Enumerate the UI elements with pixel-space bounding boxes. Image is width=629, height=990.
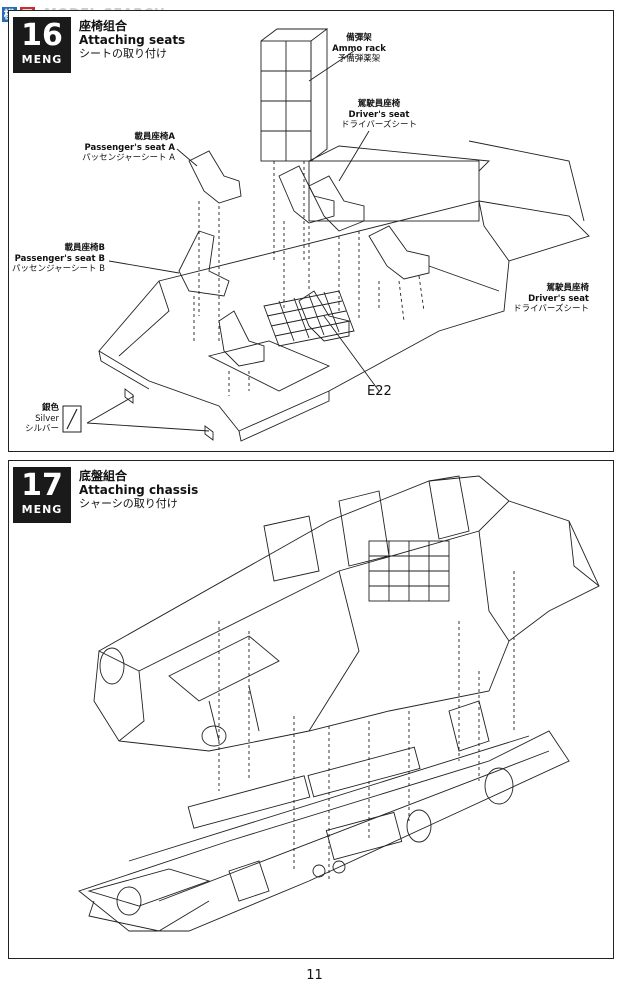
label-jp: 予備弾薬架 [337, 54, 381, 64]
step-17-badge: 17 MENG [13, 467, 71, 523]
label-en: Passenger's seat A [84, 142, 176, 153]
label-cn: 銀色 [41, 403, 59, 413]
label-cn: 駕駛員座椅 [546, 283, 589, 293]
label-jp: ドライバーズシート [513, 304, 589, 314]
part-callout: E22 [367, 384, 392, 399]
step-17-panel: 17 MENG 底盤組合 Attaching chassis シャーシの取り付け [8, 460, 614, 959]
title-cn: 座椅组合 [79, 19, 128, 33]
label-en: Silver [35, 413, 59, 424]
step-number: 17 [21, 468, 63, 503]
label-en: Driver's seat [348, 109, 410, 120]
title-jp: シートの取り付け [79, 47, 167, 60]
label-cn: 備彈架 [346, 33, 372, 43]
title-cn: 底盤組合 [79, 469, 128, 483]
title-en: Attaching chassis [79, 483, 199, 497]
label-passenger-seat-b: 載員座椅B Passenger's seat B パッセンジャーシート B [9, 243, 105, 275]
label-cn: 載員座椅A [134, 132, 175, 142]
step-17-title: 底盤組合 Attaching chassis シャーシの取り付け [79, 469, 198, 511]
label-ammo-rack: 備彈架 Ammo rack 予備弾薬架 [309, 33, 409, 65]
label-en: Passenger's seat B [14, 253, 105, 264]
label-passenger-seat-a: 載員座椅A Passenger's seat A パッセンジャーシート A [69, 132, 175, 164]
chassis-assembly-diagram [78, 475, 600, 932]
seat-assembly-diagram [62, 28, 590, 442]
title-en: Attaching seats [79, 33, 186, 47]
step-16-panel: 16 MENG 座椅组合 Attaching seats シートの取り付け [8, 10, 614, 452]
label-jp: パッセンジャーシート B [12, 264, 105, 274]
label-jp: パッセンジャーシート A [82, 153, 175, 163]
label-cn: 載員座椅B [64, 243, 105, 253]
step-number: 16 [21, 18, 63, 53]
label-jp: シルバー [24, 424, 59, 434]
step-16-title: 座椅组合 Attaching seats シートの取り付け [79, 19, 185, 61]
page-number: 11 [306, 968, 323, 983]
label-en: Ammo rack [332, 43, 386, 54]
label-driver-seat-top: 駕駛員座椅 Driver's seat ドライバーズシート [319, 99, 439, 131]
brand-logo: MENG [21, 53, 63, 66]
label-driver-seat-right: 駕駛員座椅 Driver's seat ドライバーズシート [499, 283, 589, 315]
label-en: Driver's seat [528, 293, 589, 304]
brand-logo: MENG [21, 503, 63, 516]
title-jp: シャーシの取り付け [79, 497, 178, 510]
label-paint-silver: 銀色 Silver シルバー [19, 403, 59, 435]
label-jp: ドライバーズシート [341, 120, 417, 130]
label-cn: 駕駛員座椅 [357, 99, 401, 109]
step-16-badge: 16 MENG [13, 17, 71, 73]
